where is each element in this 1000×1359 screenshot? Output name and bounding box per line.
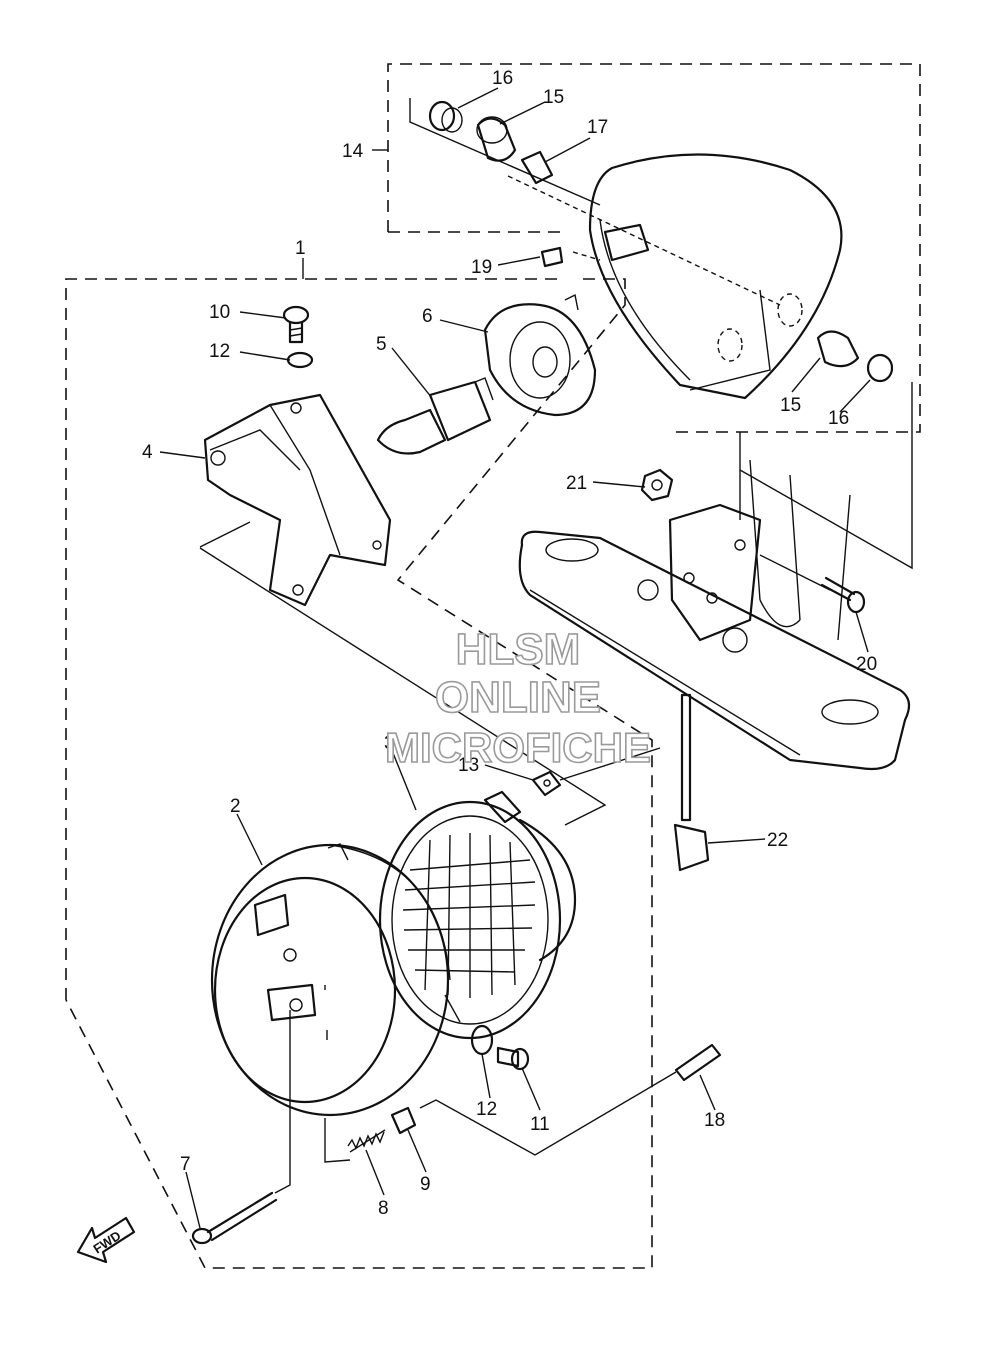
callout-8: 8 — [378, 1198, 389, 1219]
watermark-line-1: HLSM — [456, 625, 581, 674]
callout-6: 6 — [422, 306, 433, 327]
lens-grid — [402, 833, 536, 998]
screw-10 — [282, 305, 310, 344]
callout-2: 2 — [230, 796, 241, 817]
bracket-4 — [203, 393, 392, 607]
callout-labels: 1 2 3 4 5 6 7 8 9 10 11 12 12 13 14 15 1… — [142, 68, 877, 1219]
callout-13: 13 — [458, 755, 479, 776]
leader-lines — [159, 87, 871, 1229]
callout-16-right: 16 — [828, 408, 849, 429]
socket-6 — [483, 293, 597, 417]
group-1-box — [65, 278, 653, 1269]
callout-4: 4 — [142, 442, 153, 463]
collar-17 — [520, 150, 554, 185]
nut-21 — [640, 468, 674, 502]
screw-11 — [496, 1046, 530, 1071]
watermark-line-2: ONLINE — [435, 673, 601, 722]
watermark-line-3: MICROFICHE — [385, 724, 651, 771]
callout-22: 22 — [767, 830, 788, 851]
callout-19: 19 — [471, 257, 492, 278]
bushing-16-top — [428, 100, 463, 133]
bushing-15-right — [816, 330, 860, 368]
callout-3: 3 — [384, 733, 395, 754]
assembly-guide-lines — [199, 98, 913, 1194]
washer-12-bottom — [470, 1024, 494, 1056]
screw-7 — [191, 1191, 278, 1245]
callout-16-top: 16 — [492, 68, 513, 89]
callout-14: 14 — [342, 141, 364, 162]
callout-7: 7 — [180, 1154, 191, 1175]
group-14-box — [387, 63, 921, 433]
callout-12-bottom: 12 — [476, 1099, 497, 1120]
washer-12-top — [286, 351, 314, 369]
spring-8 — [347, 1129, 386, 1153]
bulb-5 — [376, 377, 494, 455]
watermark: HLSM ONLINE MICROFICHE — [384, 624, 652, 772]
callout-10: 10 — [209, 302, 230, 323]
cable-tie-22 — [673, 693, 710, 872]
headlight-shell — [588, 153, 843, 400]
collar-18 — [674, 1043, 722, 1082]
rim-2 — [210, 843, 451, 1117]
callout-20: 20 — [856, 654, 877, 675]
callout-21: 21 — [566, 473, 587, 494]
nut-13 — [531, 770, 562, 797]
callout-17: 17 — [587, 117, 608, 138]
callout-1: 1 — [295, 238, 306, 259]
callout-15-right: 15 — [780, 395, 801, 416]
fwd-label: FWD — [90, 1228, 123, 1257]
callout-9: 9 — [420, 1174, 431, 1195]
screw-19 — [540, 246, 564, 268]
lamp-unit-3 — [378, 790, 577, 1040]
fork-bracket — [518, 459, 911, 771]
bushing-16-right — [866, 353, 894, 383]
callout-11: 11 — [530, 1114, 550, 1135]
bushing-15-top — [476, 116, 517, 162]
callout-12-top: 12 — [209, 341, 230, 362]
callout-5: 5 — [376, 334, 387, 355]
fwd-direction-marker: FWD — [76, 1216, 136, 1264]
callout-15-top: 15 — [543, 87, 564, 108]
nut-9 — [390, 1106, 417, 1135]
callout-18: 18 — [704, 1110, 725, 1131]
